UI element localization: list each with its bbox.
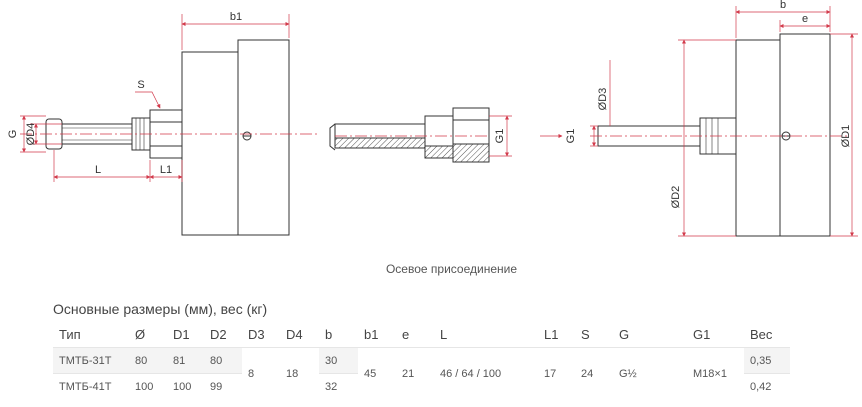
- label-D3: ØD3: [597, 88, 609, 111]
- cell-weight: 0,35: [744, 347, 790, 374]
- cell-D3: 8: [242, 347, 280, 399]
- cell-L: 46 / 64 / 100: [434, 347, 538, 399]
- left-view: [45, 39, 290, 236]
- col-L: L: [440, 327, 448, 342]
- cell-D1: 100: [167, 373, 204, 399]
- drawing-caption: Осевое присоединение: [385, 262, 518, 276]
- col-weight: Вес: [750, 327, 773, 342]
- table-title: Основные размеры (мм), вес (кг): [53, 301, 268, 317]
- cell-b1: 45: [358, 347, 396, 399]
- col-D1: D1: [173, 327, 190, 342]
- label-S: S: [137, 79, 144, 91]
- col-S: S: [581, 327, 590, 342]
- cell-L1: 17: [538, 347, 575, 399]
- label-L: L: [95, 164, 101, 176]
- col-D2: D2: [210, 327, 227, 342]
- col-dia: Ø: [135, 327, 146, 342]
- label-L1: L1: [160, 164, 172, 176]
- cell-D1: 81: [167, 347, 204, 374]
- cell-dia: 100: [129, 373, 167, 399]
- table-header-row: Тип Ø D1 D2 D3 D4 b b1 e L L1 S G G1 Вес: [53, 322, 790, 348]
- col-type: Тип: [59, 327, 81, 342]
- cell-type: ТМТБ-31Т: [53, 347, 129, 374]
- col-G: G: [619, 327, 630, 342]
- label-b1: b1: [230, 11, 242, 23]
- right-view: [597, 33, 831, 237]
- cell-e: 21: [396, 347, 434, 399]
- cell-weight: 0,42: [744, 373, 790, 399]
- cell-type: ТМТБ-41Т: [53, 373, 129, 399]
- cell-b: 30: [319, 347, 358, 374]
- cell-G: G½: [613, 347, 687, 399]
- label-D4: ØD4: [25, 123, 37, 146]
- col-L1: L1: [544, 327, 559, 342]
- col-G1: G1: [693, 327, 711, 342]
- cell-S: 24: [575, 347, 613, 399]
- cell-dia: 80: [129, 347, 167, 374]
- col-e: e: [402, 327, 410, 342]
- cell-D2: 99: [204, 373, 242, 399]
- technical-drawings: b1 S G ØD4 L L1 G1: [7, 0, 858, 237]
- label-e: e: [802, 13, 808, 25]
- col-D3: D3: [248, 327, 265, 342]
- middle-view: [329, 107, 490, 163]
- col-b: b: [325, 327, 333, 342]
- col-D4: D4: [286, 327, 303, 342]
- table-row: ТМТБ-41Т 100 100 99 32 0,42: [53, 373, 790, 399]
- label-G1-right: G1: [565, 129, 577, 144]
- cell-b: 32: [319, 373, 358, 399]
- label-G1-middle: G1: [494, 129, 506, 144]
- label-G: G: [7, 130, 19, 139]
- col-b1: b1: [364, 327, 379, 342]
- cell-D2: 80: [204, 347, 242, 374]
- right-view-dimensions: [590, 6, 858, 237]
- dimensions-table: Тип Ø D1 D2 D3 D4 b b1 e L L1 S G G1 Вес…: [53, 322, 790, 399]
- cell-G1: M18×1: [687, 347, 744, 399]
- table-row: ТМТБ-31Т 80 81 80 8 18 30 45 21 46 / 64 …: [53, 347, 790, 399]
- label-D1: ØD1: [840, 125, 852, 148]
- label-b: b: [780, 0, 786, 11]
- cell-D4: 18: [280, 347, 319, 399]
- middle-view-dimensions: [489, 115, 563, 157]
- left-view-dimensions: [20, 14, 320, 182]
- label-D2: ØD2: [670, 186, 682, 209]
